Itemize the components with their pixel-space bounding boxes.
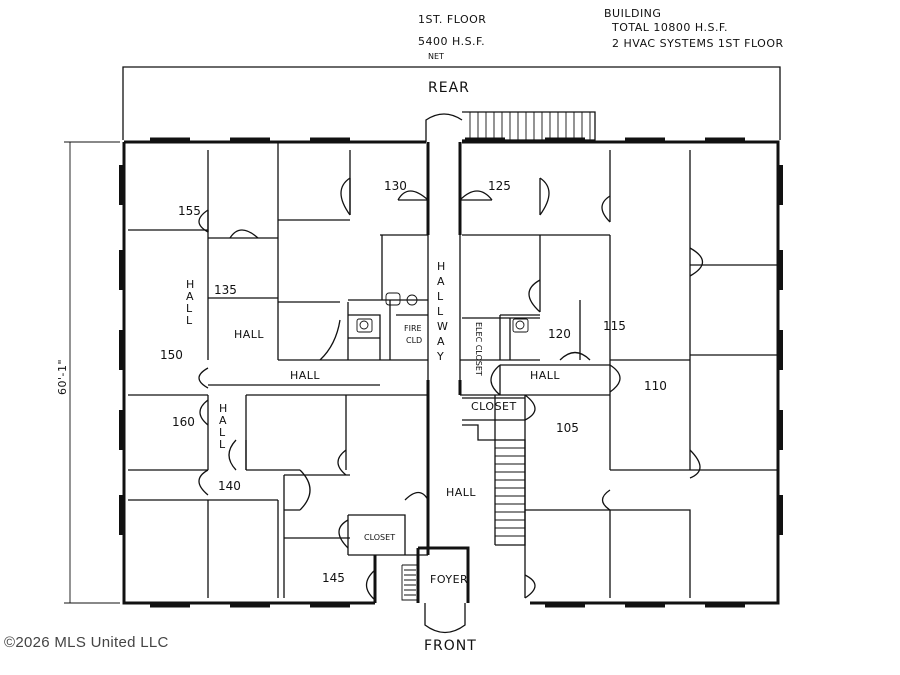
right-wing-walls <box>460 150 778 598</box>
central-hallway <box>426 142 462 555</box>
foyer <box>373 546 470 634</box>
building-total: TOTAL 10800 H.S.F. <box>611 21 728 34</box>
restrooms <box>348 292 540 360</box>
rear-stair <box>425 111 596 142</box>
room-115: 115 <box>603 319 626 333</box>
doors <box>198 177 704 601</box>
closet-label-center: CLOSET <box>471 400 517 413</box>
room-110: 110 <box>644 379 667 393</box>
room-155: 155 <box>178 204 201 218</box>
room-135: 135 <box>214 283 237 297</box>
room-numbers: 155 135 150 160 140 145 130 125 120 115 … <box>160 179 667 585</box>
room-140: 140 <box>218 479 241 493</box>
foyer-label: FOYER <box>430 573 468 586</box>
room-145: 145 <box>322 571 345 585</box>
closet-label-145: CLOSET <box>364 533 395 542</box>
fire-label: FIRE <box>404 324 422 333</box>
hall-label-center: HALL <box>290 369 320 382</box>
dimension-label: 60'-1" <box>56 359 69 395</box>
room-120: 120 <box>548 327 571 341</box>
dimension-line <box>64 141 120 604</box>
cld-label: CLD <box>406 336 422 345</box>
floor-area-net: NET <box>428 52 444 61</box>
room-125: 125 <box>488 179 511 193</box>
building-title: BUILDING <box>604 7 661 20</box>
front-label: FRONT <box>424 638 477 654</box>
hall-label-right: HALL <box>530 369 560 382</box>
elec-closet-label: ELEC CLOSET <box>474 322 483 376</box>
rear-label: REAR <box>428 80 470 96</box>
left-wing-walls <box>128 142 428 598</box>
rear-overhang <box>122 66 781 140</box>
copyright-watermark: ©2026 MLS United LLC <box>4 634 169 651</box>
building-hvac: 2 HVAC SYSTEMS 1ST FLOOR <box>612 37 784 50</box>
hall-label-135: HALL <box>234 328 264 341</box>
floor-title: 1ST. FLOOR <box>418 13 486 26</box>
hall-label-lower: HALL <box>446 486 476 499</box>
floor-area: 5400 H.S.F. <box>418 35 485 48</box>
room-105: 105 <box>556 421 579 435</box>
room-130: 130 <box>384 179 407 193</box>
room-160: 160 <box>172 415 195 429</box>
exterior-walls <box>119 137 783 608</box>
room-150: 150 <box>160 348 183 362</box>
